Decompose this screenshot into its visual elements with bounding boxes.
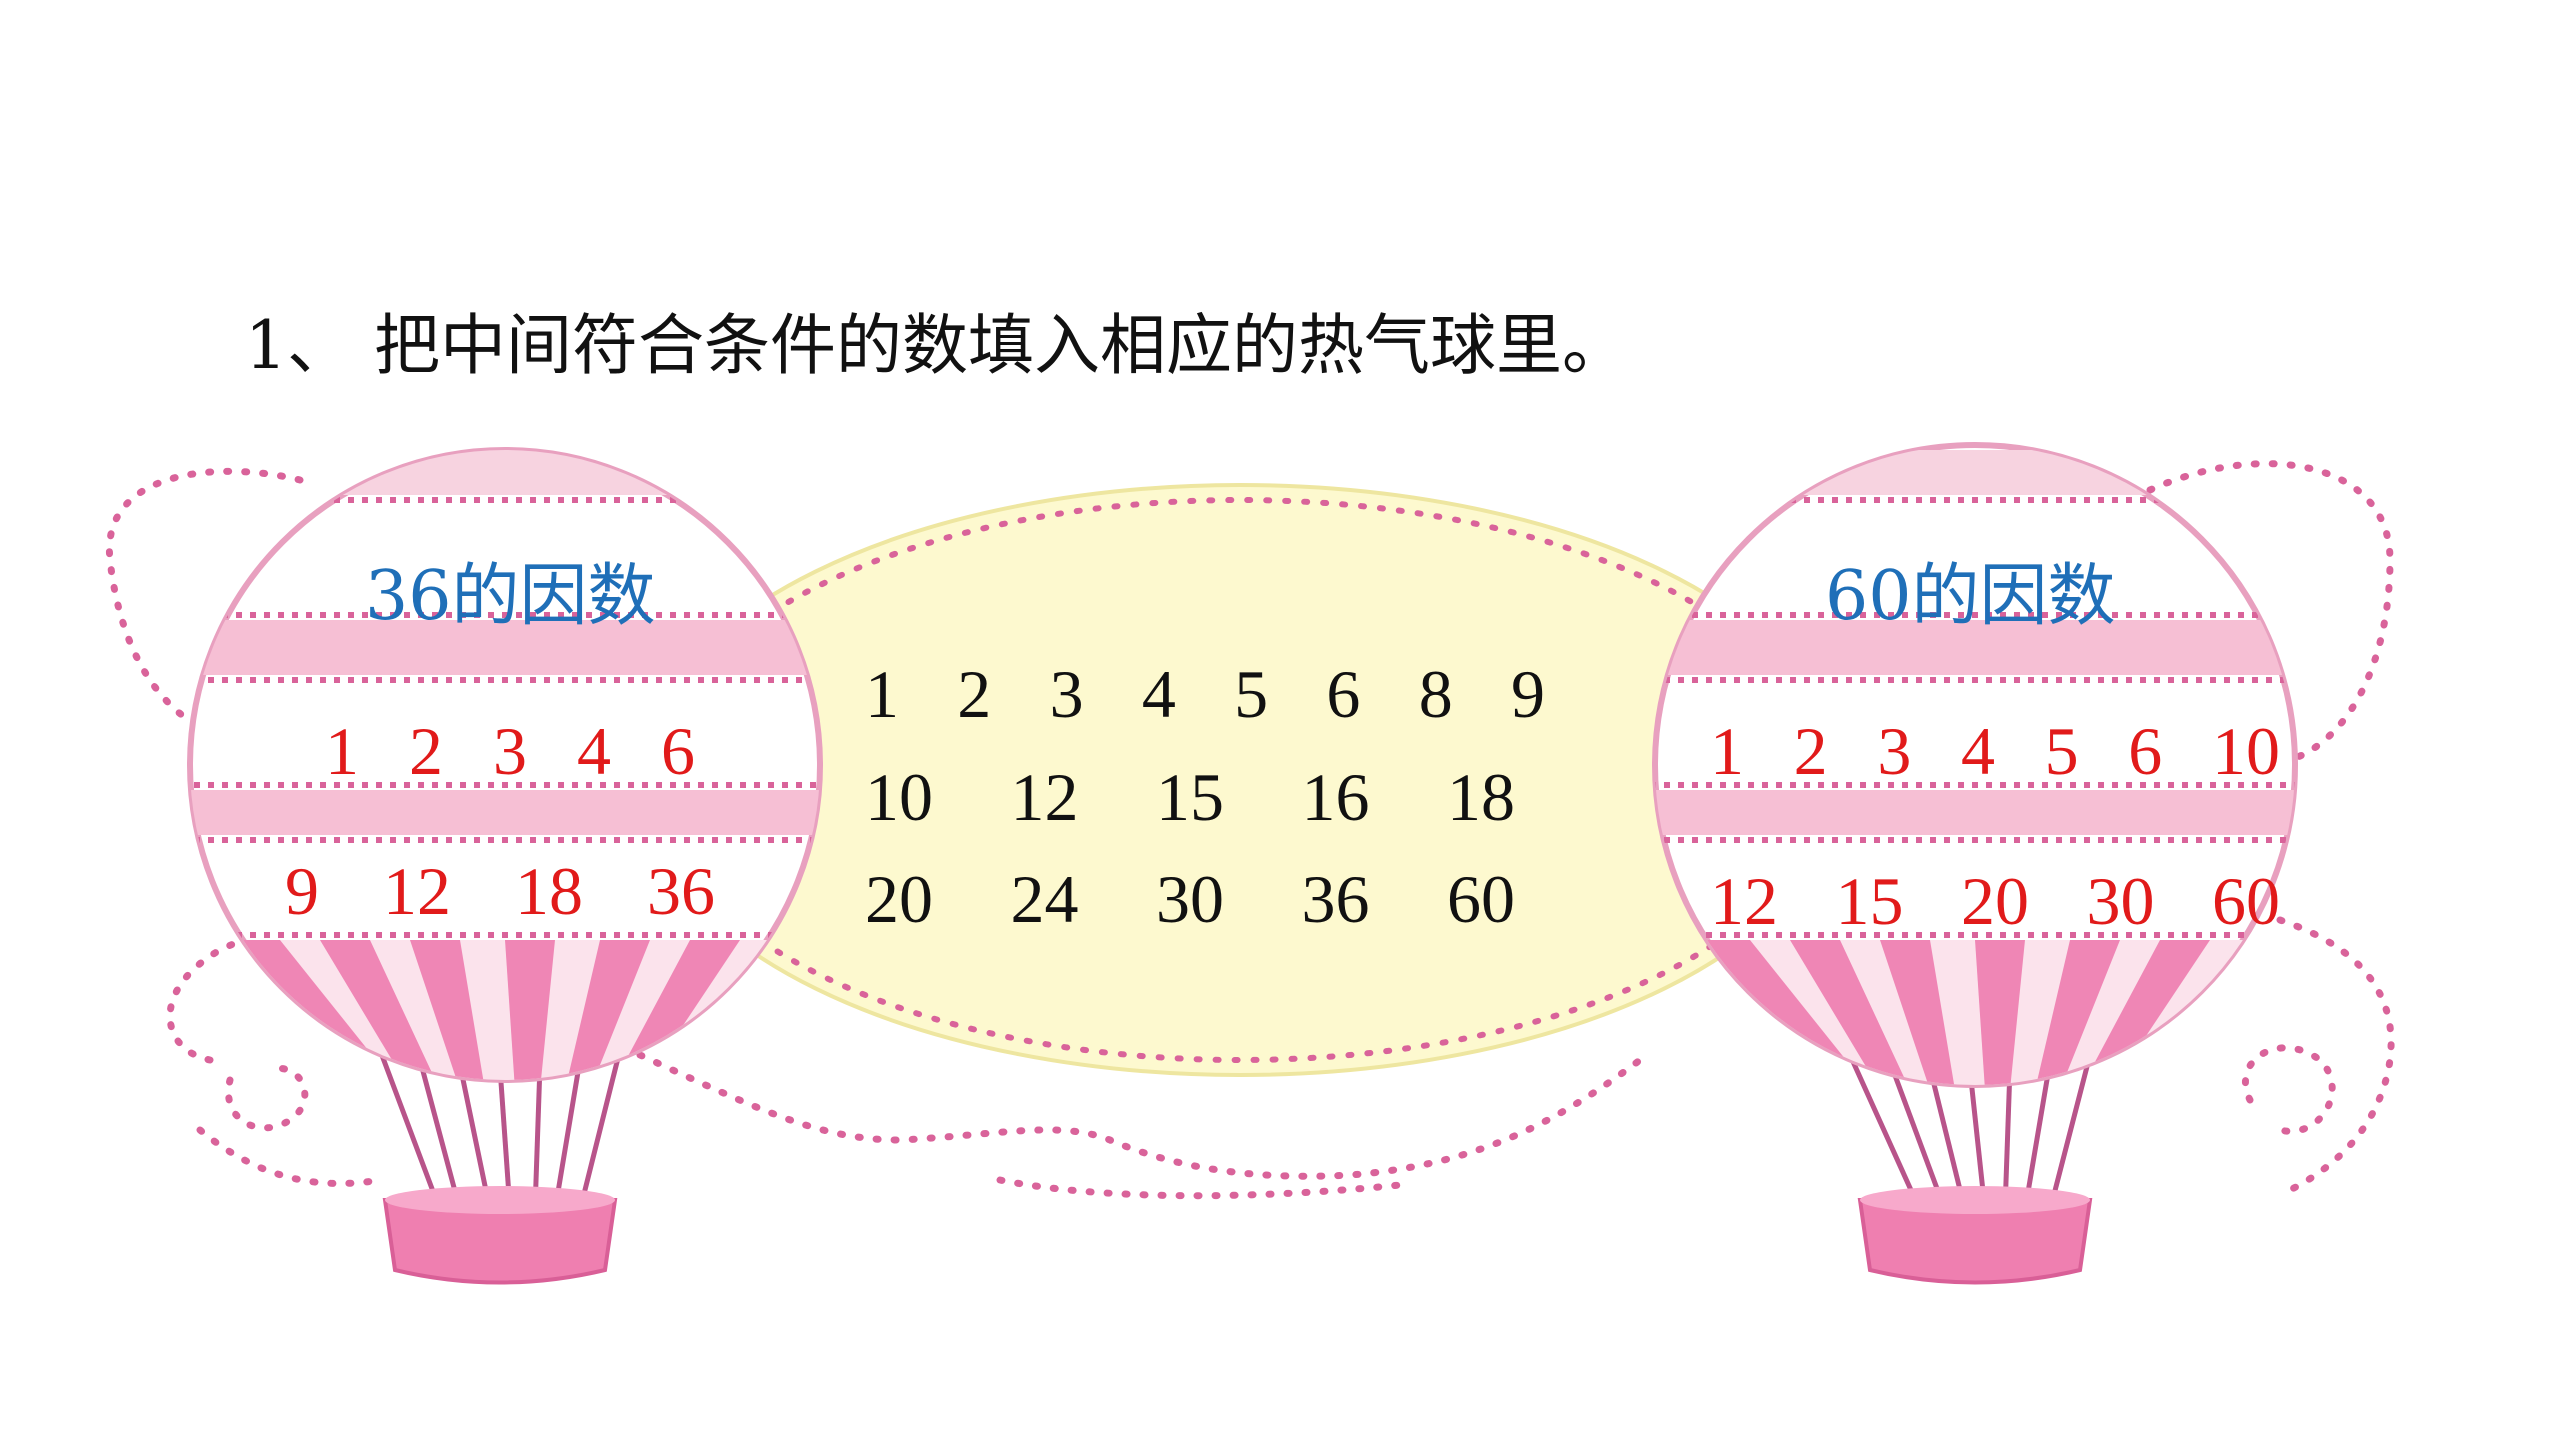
- right-balloon-label: 60的因数: [1825, 557, 2116, 636]
- candidate-number: 10: [865, 759, 933, 835]
- center-row3: 20 24 30 36 60: [865, 860, 1515, 939]
- candidate-number: 36: [1301, 861, 1370, 937]
- candidate-number: 16: [1301, 759, 1370, 835]
- candidate-number: 5: [1234, 656, 1269, 732]
- right-balloon-row1: 1 2 3 4 5 6 10: [1710, 712, 2280, 791]
- candidate-number: 15: [1156, 759, 1224, 835]
- answer-number: 10: [2211, 713, 2280, 789]
- candidate-number: 18: [1447, 759, 1515, 835]
- candidate-number: 6: [1326, 656, 1361, 732]
- candidate-number: 30: [1156, 861, 1224, 937]
- candidate-number: 2: [957, 656, 992, 732]
- left-balloon-row1: 1 2 3 4 6: [325, 712, 695, 791]
- answer-number: 12: [1710, 863, 1778, 939]
- candidate-number: 9: [1510, 656, 1545, 732]
- candidate-number: 4: [1141, 656, 1176, 732]
- left-balloon-label: 36的因数: [365, 557, 656, 636]
- answer-number: 3: [1877, 713, 1912, 789]
- right-balloon: [1652, 442, 2298, 1285]
- answer-number: 4: [577, 713, 611, 789]
- candidate-number: 24: [1010, 861, 1079, 937]
- center-row1: 1 2 3 4 5 6 8 9: [865, 655, 1545, 734]
- candidate-number: 20: [865, 861, 933, 937]
- answer-number: 12: [383, 853, 451, 929]
- left-balloon-row2: 9 12 18 36: [285, 852, 715, 931]
- answer-number: 1: [1710, 713, 1744, 789]
- answer-number: 30: [2086, 863, 2155, 939]
- answer-number: 9: [285, 853, 319, 929]
- answer-number: 2: [409, 713, 443, 789]
- answer-number: 36: [647, 853, 715, 929]
- candidate-number: 1: [865, 656, 899, 732]
- answer-number: 4: [1960, 713, 1995, 789]
- answer-number: 18: [515, 853, 583, 929]
- instruction-text: 1、 把中间符合条件的数填入相应的热气球里。: [245, 307, 1628, 384]
- answer-number: 3: [493, 713, 527, 789]
- answer-number: 1: [325, 713, 359, 789]
- answer-number: 20: [1961, 863, 2029, 939]
- candidate-number: 8: [1418, 656, 1453, 732]
- candidate-number: 3: [1049, 656, 1084, 732]
- answer-number: 2: [1793, 713, 1828, 789]
- candidate-number: 12: [1010, 759, 1079, 835]
- answer-number: 5: [2044, 713, 2079, 789]
- right-balloon-row2: 12 15 20 30 60: [1710, 862, 2280, 941]
- answer-number: 6: [661, 713, 695, 789]
- candidate-number: 60: [1447, 861, 1515, 937]
- answer-number: 15: [1835, 863, 1904, 939]
- answer-number: 60: [2212, 863, 2280, 939]
- center-row2: 10 12 15 16 18: [865, 758, 1515, 837]
- answer-number: 6: [2128, 713, 2163, 789]
